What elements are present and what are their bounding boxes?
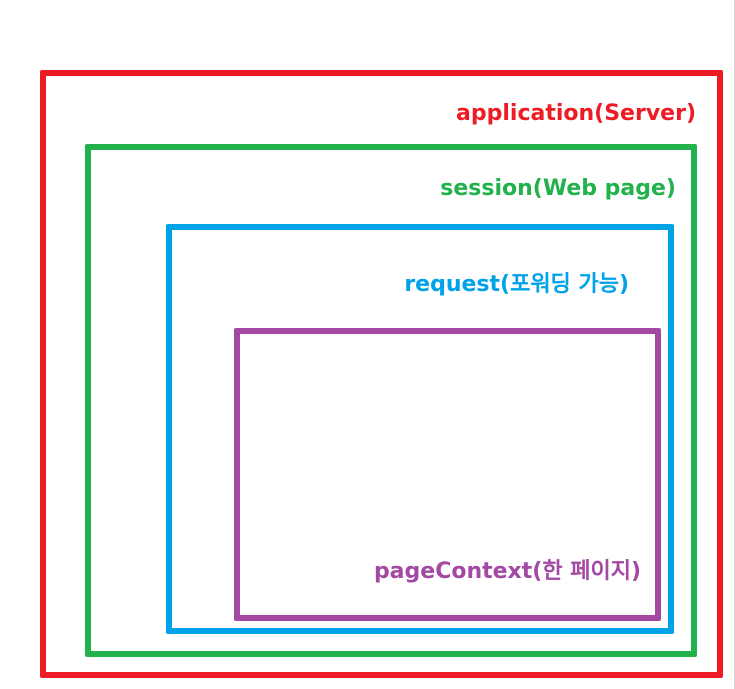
page-context-scope-box [234, 328, 661, 621]
session-scope-box [85, 144, 697, 657]
session-scope-label: session(Web page) [440, 176, 676, 201]
application-scope-label: application(Server) [456, 101, 696, 126]
page-context-scope-label: pageContext(한 페이지) [373, 559, 641, 584]
request-scope-label: request(포워딩 가능) [404, 272, 629, 297]
application-scope-box [40, 70, 723, 678]
request-scope-box [166, 224, 674, 634]
